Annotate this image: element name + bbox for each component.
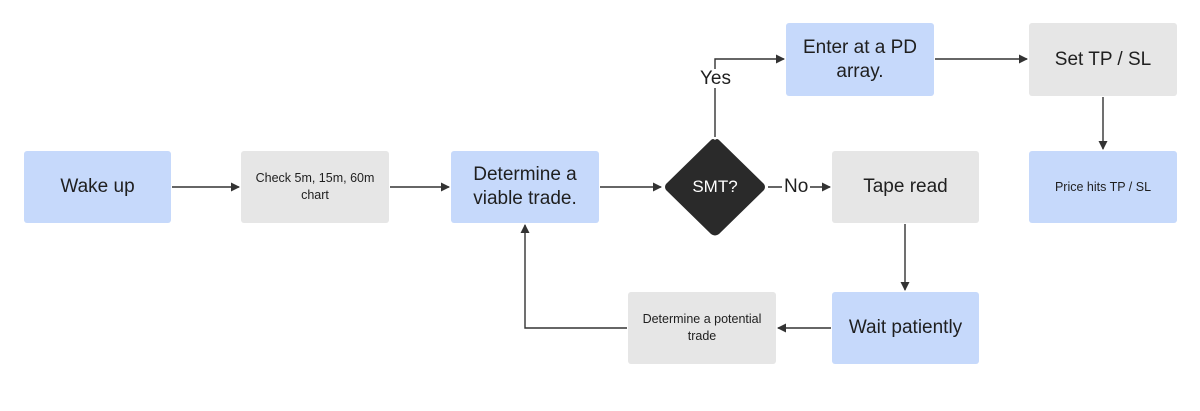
wait-patiently-node: Wait patiently	[832, 292, 979, 364]
tape-read-node: Tape read	[832, 151, 979, 223]
price-hits-node: Price hits TP / SL	[1029, 151, 1177, 223]
viable-trade-node: Determine a viable trade.	[451, 151, 599, 223]
arrow-smt-yes-to-enter	[714, 54, 785, 137]
set-tp-sl-node: Set TP / SL	[1029, 23, 1177, 96]
check-charts-node: Check 5m, 15m, 60m chart	[241, 151, 389, 223]
enter-pd-array-node: Enter at a PD array.	[786, 23, 934, 96]
arrow-potential-to-viable	[520, 224, 627, 329]
smt-decision-diamond	[665, 139, 765, 236]
wake-up-node: Wake up	[24, 151, 171, 223]
potential-trade-node: Determine a potential trade	[628, 292, 776, 364]
no-edge-label: No	[782, 176, 811, 197]
yes-edge-label: Yes	[700, 68, 731, 89]
